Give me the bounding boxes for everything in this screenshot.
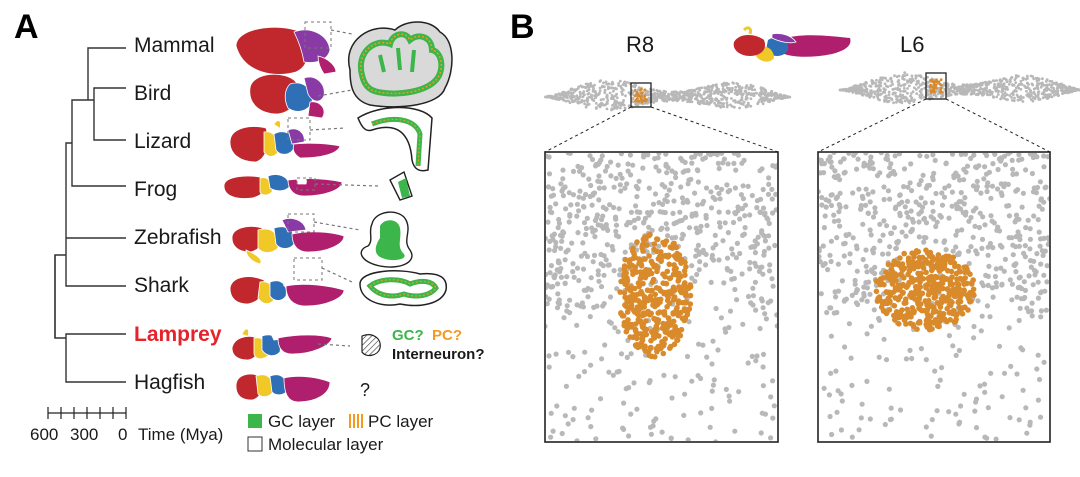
- zebrafish-brain: [231, 218, 345, 265]
- species-brains: [223, 26, 345, 403]
- lizard-brain: [229, 120, 341, 163]
- species-labels: MammalBirdLizardFrogZebrafishSharkLampre…: [134, 34, 222, 394]
- time-tick-0: 0: [118, 425, 127, 444]
- frog-cerebellum-section: [389, 170, 413, 201]
- hagfish-brain: [235, 373, 331, 403]
- species-label-hagfish: Hagfish: [134, 371, 205, 394]
- section-label-r8: R8: [626, 32, 654, 57]
- interneuron-question: Interneuron?: [392, 346, 485, 363]
- mammal-arrow: [330, 29, 353, 35]
- molecular-layer-swatch: [247, 436, 263, 452]
- mammal-brain: [235, 26, 337, 75]
- species-label-lamprey: Lamprey: [134, 323, 222, 346]
- lamprey-brain: [231, 328, 333, 361]
- panel-letter-b: B: [510, 8, 535, 46]
- overview-section-r8: [544, 79, 792, 112]
- time-tick-600: 600: [30, 425, 58, 444]
- zebrafish-zoom-box: [287, 213, 315, 233]
- pc-layer-swatch: [349, 414, 363, 428]
- species-label-mammal: Mammal: [134, 34, 215, 57]
- zebrafish-cerebellum-section: [360, 211, 413, 268]
- pc-question: PC?: [432, 327, 462, 344]
- time-axis: 600 300 0 Time (Mya): [30, 407, 223, 444]
- lizard-cerebellum-section: [357, 106, 433, 172]
- layer-legend: GC layer PC layer Molecular layer: [247, 412, 434, 454]
- gc-question: GC?: [392, 327, 424, 344]
- species-label-lizard: Lizard: [134, 130, 191, 153]
- frog-arrow: [314, 183, 379, 187]
- section-label-l6: L6: [900, 32, 924, 57]
- time-axis-label: Time (Mya): [138, 425, 223, 444]
- pc-layer-label: PC layer: [368, 412, 434, 431]
- l6-zoom-box: [925, 72, 947, 100]
- shark-brain: [229, 266, 345, 307]
- zebrafish-arrow: [313, 221, 361, 231]
- phylogenetic-tree: [54, 47, 126, 383]
- species-label-shark: Shark: [134, 274, 189, 297]
- overview-section-l6: [838, 71, 1080, 105]
- zoom-panel-r8: [544, 151, 779, 443]
- species-label-frog: Frog: [134, 178, 177, 201]
- bird-brain: [249, 73, 325, 119]
- gc-layer-label: GC layer: [268, 412, 335, 431]
- r8-zoom-lines: [544, 106, 779, 153]
- hagfish-question: ?: [360, 380, 370, 400]
- cerebellum-sections: [287, 21, 453, 357]
- gc-layer-swatch: [248, 414, 262, 428]
- lizard-zoom-box: [287, 117, 311, 141]
- panel-letter-a: A: [14, 8, 39, 46]
- mammal-zoom-box: [304, 21, 332, 49]
- shark-arrow: [321, 267, 353, 283]
- shark-cerebellum-section: [359, 270, 448, 307]
- lamprey-brain-icon: [733, 26, 851, 62]
- lizard-arrow: [309, 127, 346, 131]
- lamprey-question: GC? PC? Interneuron?: [392, 327, 485, 363]
- molecular-layer-label: Molecular layer: [268, 435, 384, 454]
- shark-zoom-box: [293, 257, 323, 281]
- lamprey-section-hatched: [361, 334, 381, 357]
- time-tick-300: 300: [70, 425, 98, 444]
- zoom-panel-l6: [817, 151, 1051, 443]
- species-label-bird: Bird: [134, 82, 171, 105]
- l6-zoom-lines: [817, 98, 1051, 153]
- frog-brain: [223, 174, 343, 199]
- r8-zoom-box: [630, 82, 652, 108]
- mammal-cerebellum-section: [347, 21, 453, 108]
- lamprey-arrow: [317, 343, 351, 347]
- species-label-zebrafish: Zebrafish: [134, 226, 222, 249]
